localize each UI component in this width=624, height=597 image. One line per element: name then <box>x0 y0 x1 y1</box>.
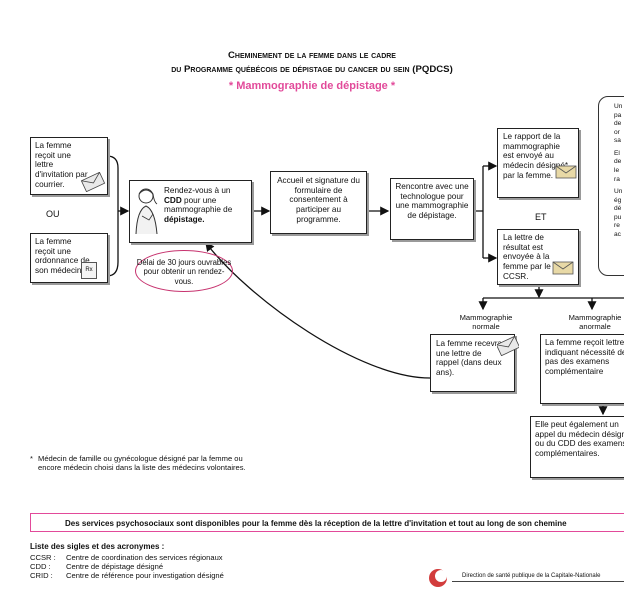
partial-line: El <box>614 149 620 157</box>
psychosocial-banner: Des services psychosociaux sont disponib… <box>30 513 624 532</box>
footer-org: Direction de santé publique de la Capita… <box>462 573 601 579</box>
partial-line: Un <box>614 103 623 110</box>
partial-line: le <box>614 166 620 174</box>
woman-icon <box>135 188 158 235</box>
delai-note: Délai de 30 jours ouvrables pour obtenir… <box>135 250 233 292</box>
footer-rule <box>452 581 624 582</box>
anormale-suite-box: Elle peut également un appel du médecin … <box>530 416 624 478</box>
envelope-icon <box>555 165 577 179</box>
ou-label: OU <box>46 209 60 219</box>
partial-line: Un <box>614 188 623 196</box>
envelope-icon <box>552 261 574 275</box>
partial-line: sa <box>614 137 621 145</box>
lettre-resultat-text: La lettre de résultat est envoyée à la f… <box>503 233 551 281</box>
cdd-line2: pour une mammographie de <box>164 195 233 215</box>
dsp-logo-icon <box>429 569 447 587</box>
anormale-label: Mammographie anormale <box>568 313 622 332</box>
prescription-icon: Rx <box>81 262 97 279</box>
footnote-star: * <box>30 454 33 463</box>
right-partial-note: Un pa de or sa El de le ra Un ég dé pu r… <box>598 96 624 276</box>
anormale-box: La femme reçoit lettre lui indiquant néc… <box>540 334 624 404</box>
title-line1: Cheminement de la femme dans le cadre <box>228 50 396 61</box>
partial-line: de <box>614 120 622 128</box>
partial-line: dé <box>614 205 622 213</box>
footnote: Médecin de famille ou gynécologue désign… <box>38 454 246 473</box>
cdd-depistage: dépistage. <box>164 215 205 225</box>
cdd-line1: Rendez-vous à un <box>164 186 231 195</box>
branch-line <box>474 166 484 258</box>
normale-text: La femme recevra une lettre de rappel (d… <box>436 339 502 378</box>
accueil-box: Accueil et signature du formulaire de co… <box>270 171 367 234</box>
sigle-item: CCSR :Centre de coordination des service… <box>30 553 223 562</box>
rapport-tail: par la femme. <box>503 170 554 180</box>
title-subtitle: * Mammographie de dépistage * <box>228 80 396 92</box>
sigles-title: Liste des sigles et des acronymes : <box>30 542 165 551</box>
invitation-box: La femme reçoit une lettre d'invitation … <box>30 137 108 195</box>
partial-line: pa <box>614 111 622 119</box>
lettre-resultat-box: La lettre de résultat est envoyée à la f… <box>497 229 579 285</box>
rapport-text: Le rapport de la mammographie est envoyé… <box>503 132 569 171</box>
ordonnance-text: La femme reçoit une ordonnance de son mé… <box>35 237 90 276</box>
partial-line: pu <box>614 213 622 221</box>
envelope-icon <box>497 336 519 356</box>
partial-line: de <box>614 158 622 166</box>
left-bracket <box>106 155 119 277</box>
cdd-bold: CDD <box>164 195 182 205</box>
partial-line: ég <box>614 196 622 204</box>
sigle-item: CRID :Centre de référence pour investiga… <box>30 571 224 581</box>
partial-line: ac <box>614 230 621 238</box>
return-arrow <box>205 241 431 379</box>
partial-line: re <box>614 222 620 230</box>
rencontre-box: Rencontre avec une technologue pour une … <box>390 178 474 240</box>
rapport-box: Le rapport de la mammographie est envoyé… <box>497 128 579 198</box>
et-label: ET <box>535 212 547 222</box>
normale-label: Mammographie normale <box>459 313 513 332</box>
partial-line: ra <box>614 175 620 183</box>
invitation-text: La femme reçoit une lettre d'invitation … <box>35 141 88 189</box>
sigle-item: CDD :Centre de dépistage désigné <box>30 562 164 572</box>
title-line2: du Programme québécois de dépistage du c… <box>171 64 453 75</box>
partial-line: or <box>614 128 620 136</box>
sigles-list: CCSR :Centre de coordination des service… <box>30 553 224 580</box>
envelope-icon <box>80 172 106 192</box>
